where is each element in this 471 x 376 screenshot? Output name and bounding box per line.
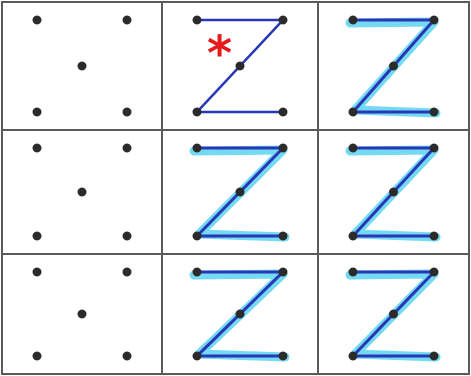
grid-dot (32, 143, 42, 153)
grid-dot (429, 107, 439, 117)
grid-dot (348, 143, 358, 153)
cell-3-1 (32, 267, 132, 361)
grid-dot (192, 107, 202, 117)
grid-dot (77, 309, 87, 319)
cell-2-1 (32, 143, 132, 241)
grid-dot (235, 61, 245, 71)
cells-layer (32, 15, 441, 362)
cell-1-1 (32, 15, 132, 117)
cell-1-3 (345, 15, 441, 118)
grid-dot (122, 15, 132, 25)
grid-dot (348, 231, 358, 241)
grid-dot (278, 107, 288, 117)
grid-dot (278, 351, 288, 361)
grid-dot (77, 187, 87, 197)
grid-dot (389, 61, 398, 71)
grid-dot (192, 231, 202, 241)
grid-dot (32, 351, 42, 361)
grid-dot (278, 267, 288, 277)
grid-dot (429, 143, 439, 153)
cell-2-3 (345, 143, 441, 242)
grid-dot (122, 267, 132, 277)
grid-dot (32, 267, 42, 277)
star-mark: * (207, 26, 232, 82)
grid-dot (122, 351, 132, 361)
grid-dot (348, 15, 358, 25)
grid-dot (192, 15, 202, 25)
grid-dot (32, 107, 42, 117)
grid-dot (348, 107, 358, 117)
grid-dot (278, 231, 288, 241)
grid-dot (429, 15, 439, 25)
grid-dot (192, 351, 202, 361)
grid-dot (389, 187, 398, 197)
grid-dot (122, 143, 132, 153)
grid-dot (235, 309, 245, 319)
grid-dot (32, 15, 42, 25)
grid-dot (235, 187, 245, 197)
grid-dot (348, 267, 358, 277)
cell-3-2 (189, 267, 290, 362)
grid-dot (192, 267, 202, 277)
grid-dot (278, 143, 288, 153)
cell-3-3 (345, 267, 441, 362)
grid-dot (32, 231, 42, 241)
grid-dot (348, 351, 358, 361)
grid-dot (122, 231, 132, 241)
grid-dot (429, 351, 439, 361)
grid-dot (122, 107, 132, 117)
grid-dot (192, 143, 202, 153)
grid-dot (429, 267, 439, 277)
cell-1-2 (192, 15, 288, 117)
grid-dot (278, 15, 288, 25)
cell-2-2 (189, 143, 290, 242)
grid-dot (429, 231, 439, 241)
grid-dot (389, 309, 398, 319)
grid-dot (77, 61, 87, 71)
